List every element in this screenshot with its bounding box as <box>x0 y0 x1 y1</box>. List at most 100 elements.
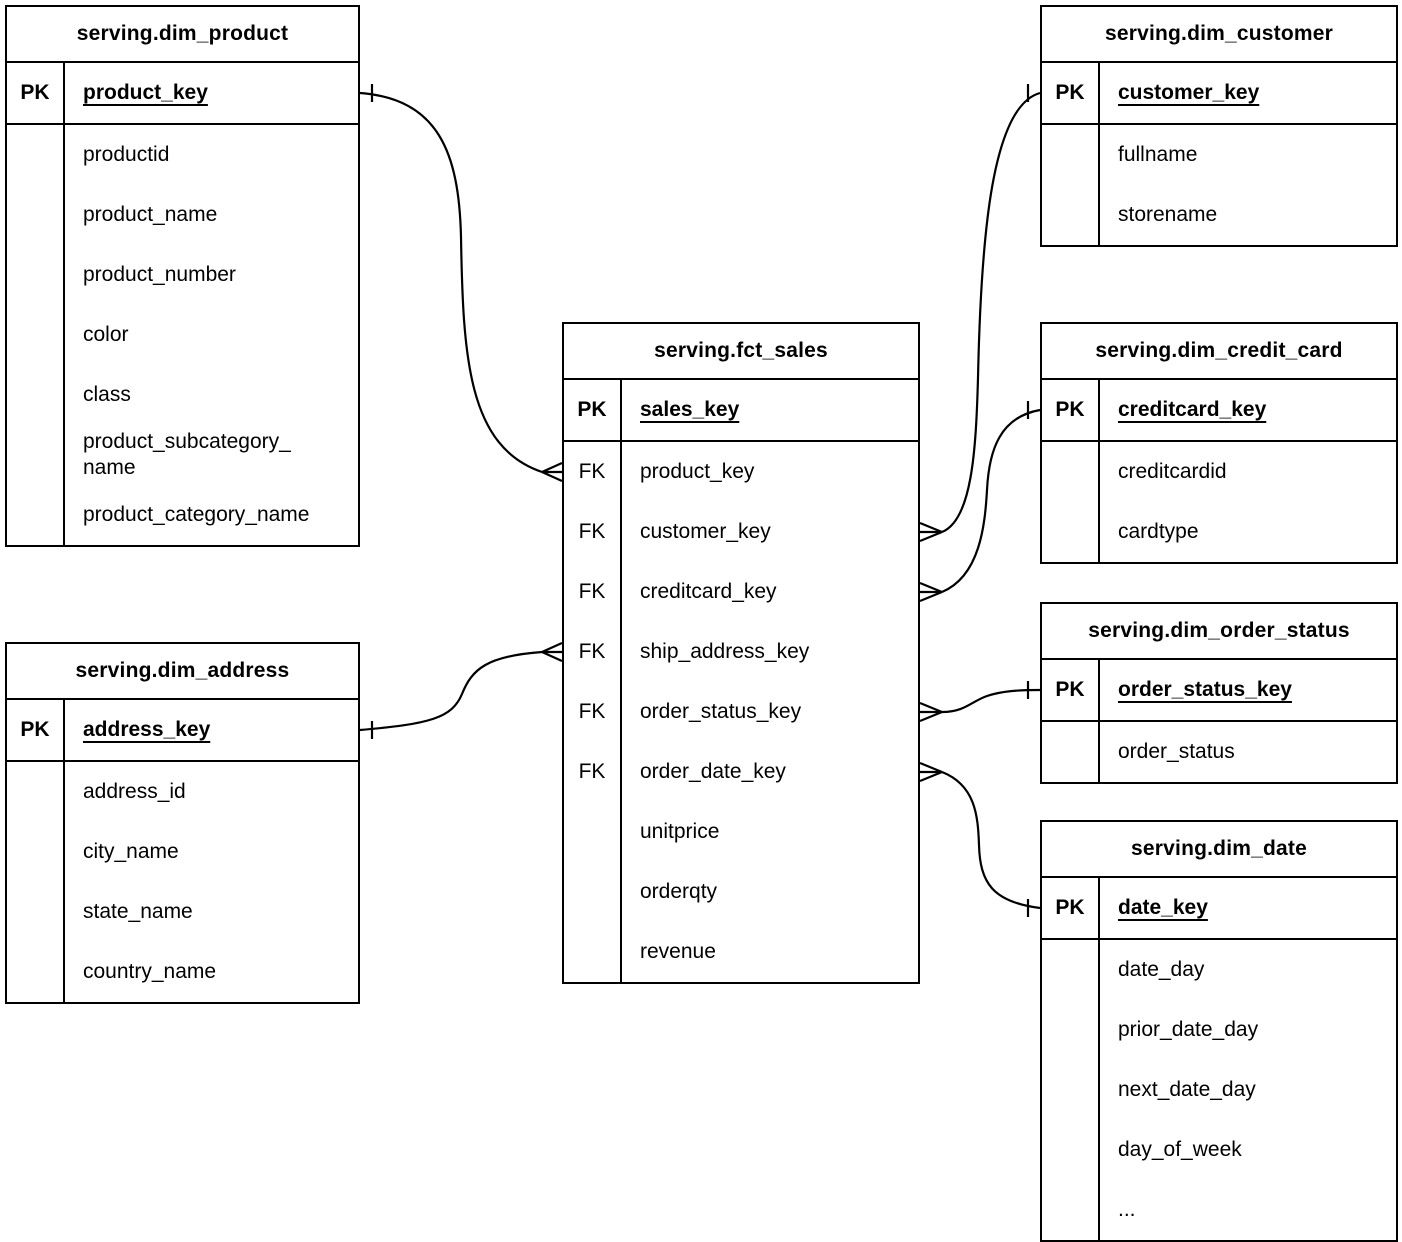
pk-field: customer_key <box>1118 81 1260 104</box>
key-label <box>1042 1060 1100 1120</box>
field-row: address_id <box>7 762 358 822</box>
key-label: FK <box>564 622 622 682</box>
key-label <box>7 485 65 545</box>
connector-fct-sales-to-dim-order-status <box>919 681 1041 723</box>
field-name: address_id <box>83 780 186 803</box>
field-row: orderqty <box>564 862 918 922</box>
key-label <box>7 822 65 882</box>
crow-foot-many <box>541 461 563 483</box>
field-name: product_subcategory_ name <box>83 430 291 479</box>
pk-row: PK creditcard_key <box>1042 380 1396 442</box>
field-name: prior_date_day <box>1118 1018 1259 1041</box>
crow-foot-many <box>919 761 943 783</box>
pk-row: PK address_key <box>7 700 358 762</box>
key-label <box>7 365 65 425</box>
field-row: cardtype <box>1042 502 1396 562</box>
key-label: PK <box>7 700 65 760</box>
pk-row: PK sales_key <box>564 380 918 442</box>
field-name: order_status_key <box>640 700 802 723</box>
crow-foot-many <box>919 701 943 723</box>
key-label: PK <box>7 63 65 123</box>
field-name: country_name <box>83 960 217 983</box>
key-label <box>7 305 65 365</box>
key-label <box>7 245 65 305</box>
pk-row: PK order_status_key <box>1042 660 1396 722</box>
field-name: ... <box>1118 1198 1136 1221</box>
field-name: order_status <box>1118 740 1235 763</box>
field-name: ship_address_key <box>640 640 810 663</box>
table-dim-date: serving.dim_date PK date_key date_day pr… <box>1040 820 1398 1242</box>
field-row: country_name <box>7 942 358 1002</box>
field-row: creditcardid <box>1042 442 1396 502</box>
field-name: unitprice <box>640 820 720 843</box>
table-title: serving.dim_customer <box>1042 7 1396 63</box>
pk-field: order_status_key <box>1118 678 1292 701</box>
key-label <box>7 882 65 942</box>
key-label <box>1042 722 1100 782</box>
connector-fct-sales-to-dim-product <box>359 84 563 483</box>
field-row: city_name <box>7 822 358 882</box>
pk-field: address_key <box>83 718 211 741</box>
key-label: FK <box>564 682 622 742</box>
key-label <box>1042 1180 1100 1240</box>
pk-row: PK date_key <box>1042 878 1396 940</box>
field-name: state_name <box>83 900 193 923</box>
key-label: PK <box>1042 878 1100 938</box>
key-label: FK <box>564 442 622 502</box>
key-label <box>7 185 65 245</box>
key-label <box>1042 1120 1100 1180</box>
connector-line <box>941 688 1041 714</box>
crow-foot-many <box>541 641 563 663</box>
field-row: FK product_key <box>564 442 918 502</box>
pk-field: product_key <box>83 81 208 104</box>
key-label <box>7 942 65 1002</box>
field-row: fullname <box>1042 125 1396 185</box>
table-title: serving.dim_address <box>7 644 358 700</box>
field-name: product_name <box>83 203 218 226</box>
table-title: serving.dim_order_status <box>1042 604 1396 660</box>
pk-field: date_key <box>1118 896 1208 919</box>
key-label <box>564 922 622 982</box>
field-row: next_date_day <box>1042 1060 1396 1120</box>
field-name: creditcard_key <box>640 580 777 603</box>
connector-fct-sales-to-dim-address <box>359 641 563 739</box>
connector-fct-sales-to-dim-customer <box>919 84 1041 543</box>
key-label <box>7 425 65 485</box>
connector-line <box>359 91 543 474</box>
field-name: next_date_day <box>1118 1078 1256 1101</box>
field-name: fullname <box>1118 143 1198 166</box>
field-row: class <box>7 365 358 425</box>
field-row: state_name <box>7 882 358 942</box>
key-label: PK <box>1042 380 1100 440</box>
key-label: FK <box>564 502 622 562</box>
field-name: customer_key <box>640 520 771 543</box>
key-label <box>1042 185 1100 245</box>
table-dim-address: serving.dim_address PK address_key addre… <box>5 642 360 1004</box>
field-row: order_status <box>1042 722 1396 782</box>
table-fct-sales: serving.fct_sales PK sales_key FK produc… <box>562 322 920 984</box>
pk-field: sales_key <box>640 398 740 421</box>
key-label: PK <box>1042 660 1100 720</box>
field-name: revenue <box>640 940 716 963</box>
connector-line <box>359 650 543 732</box>
crow-foot-many <box>919 521 943 543</box>
field-name: creditcardid <box>1118 460 1227 483</box>
field-name: storename <box>1118 203 1218 226</box>
field-row: product_name <box>7 185 358 245</box>
table-title: serving.dim_date <box>1042 822 1396 878</box>
field-row: FK order_date_key <box>564 742 918 802</box>
key-label: FK <box>564 562 622 622</box>
connector-line <box>941 408 1041 594</box>
table-title: serving.dim_credit_card <box>1042 324 1396 380</box>
field-row: revenue <box>564 922 918 982</box>
table-dim-credit-card: serving.dim_credit_card PK creditcard_ke… <box>1040 322 1398 564</box>
field-row: FK customer_key <box>564 502 918 562</box>
field-name: class <box>83 383 131 406</box>
field-row: FK order_status_key <box>564 682 918 742</box>
key-label <box>7 125 65 185</box>
crow-foot-many <box>919 581 943 603</box>
field-row: FK creditcard_key <box>564 562 918 622</box>
key-label <box>7 762 65 822</box>
